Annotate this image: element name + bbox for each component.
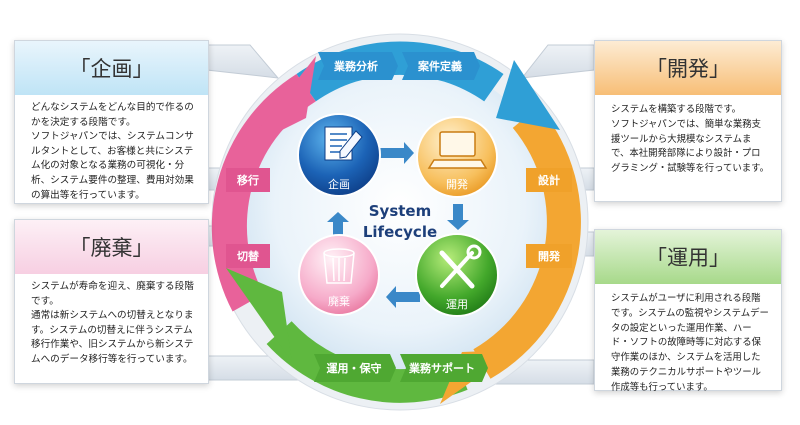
- arrow-kikaku-to-kaihatsu: [380, 142, 414, 164]
- arrow-kaihatsu-to-unyo: [447, 204, 469, 230]
- label-gyomu-bunseki: 業務分析: [333, 59, 378, 73]
- circle-kikaku: 企画: [297, 113, 381, 197]
- tab-gyomu-bunseki: [318, 52, 398, 80]
- tools-icon: [439, 244, 482, 289]
- arrowhead-green: [226, 268, 292, 362]
- document-pen-icon: [324, 126, 363, 161]
- panel-kaihatsu: 「開発」 システムを構築する段階です。 ソフトジャパンでは、簡単な業務支援ツール…: [594, 40, 782, 202]
- label-sekkei: 設計: [538, 173, 560, 187]
- panel-title-haiki: 「廃棄」: [15, 220, 208, 274]
- arrowhead-pink: [242, 56, 316, 150]
- panel-body-kaihatsu: システムを構築する段階です。 ソフトジャパンでは、簡単な業務支援ツールから大規模…: [611, 104, 769, 175]
- arrow-haiki-to-kikaku: [327, 212, 349, 236]
- panel-title-unyo: 「運用」: [595, 230, 781, 284]
- circle-label-kikaku: 企画: [328, 177, 350, 191]
- label-anken-teigi: 案件定義: [417, 59, 462, 73]
- panel-title-kaihatsu: 「開発」: [595, 41, 781, 95]
- panel-body-haiki: システムが寿命を迎え、廃棄する段階です。 通常は新システムへの切替えとなります。…: [31, 281, 194, 365]
- trash-bin-icon: [323, 248, 355, 284]
- label-kirikae: 切替: [237, 249, 260, 263]
- circle-unyo: 運用: [415, 233, 499, 317]
- panel-haiki: 「廃棄」 システムが寿命を迎え、廃棄する段階です。 通常は新システムへの切替えと…: [14, 219, 209, 384]
- laptop-icon: [427, 131, 488, 169]
- center-title-line2: Lifecycle: [363, 223, 437, 241]
- circle-label-unyo: 運用: [446, 298, 468, 311]
- tab-sekkei: [526, 168, 572, 192]
- tab-anken-teigi: [402, 52, 480, 80]
- circle-haiki: 廃棄: [298, 234, 380, 316]
- center-title-line1: System: [369, 202, 431, 220]
- label-kaihatsu-ring: 開発: [538, 249, 561, 263]
- circle-kaihatsu: 開発: [416, 116, 498, 198]
- tab-gyomu-support: [400, 354, 488, 382]
- arrow-unyo-to-haiki: [386, 286, 420, 308]
- ring-segment-green: [266, 321, 468, 403]
- panel-body-unyo: システムがユーザに利用される段階です。システムの監視やシステムデータの設定といっ…: [611, 293, 769, 393]
- label-unyo-hoshu: 運用・保守: [327, 361, 382, 375]
- ring-labels: 業務分析 案件定義 設計 開発 業務サポート 運用・保守 切替 移行: [237, 59, 561, 375]
- tab-ikou: [226, 168, 270, 192]
- inner-arrows: [327, 142, 469, 308]
- panel-kikaku: 「企画」 どんなシステムをどんな目的で作るのかを決定する段階です。 ソフトジャパ…: [14, 40, 209, 204]
- label-ikou: 移行: [237, 173, 259, 187]
- circle-label-kaihatsu: 開発: [446, 177, 468, 191]
- panel-unyo: 「運用」 システムがユーザに利用される段階です。システムの監視やシステムデータの…: [594, 229, 782, 393]
- tab-kaihatsu: [526, 244, 572, 268]
- panel-body-kikaku: どんなシステムをどんな目的で作るのかを決定する段階です。 ソフトジャパンでは、シ…: [31, 102, 194, 201]
- tab-unyo-hoshu: [314, 354, 396, 382]
- ring-tabs: [226, 52, 572, 382]
- arrowhead-blue: [496, 60, 560, 130]
- label-gyomu-support: 業務サポート: [408, 361, 475, 375]
- circle-label-haiki: 廃棄: [328, 294, 350, 308]
- panel-title-kikaku: 「企画」: [15, 41, 208, 95]
- tab-kirikae: [226, 244, 270, 268]
